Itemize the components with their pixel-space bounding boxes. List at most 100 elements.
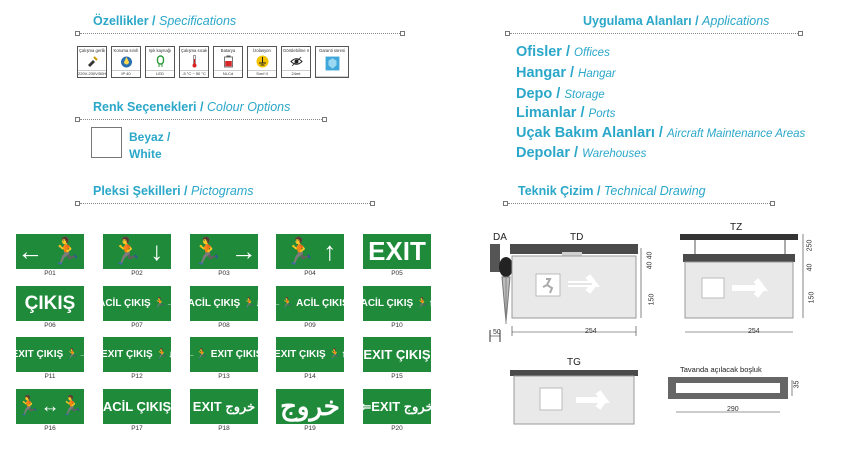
spec-value: -5 °C ~ 50 °C — [180, 70, 208, 77]
warranty-icon — [325, 56, 340, 71]
pictogram-code: P19 — [304, 425, 316, 432]
spec-value: 24mt — [282, 70, 310, 77]
application-item: Limanlar / Ports — [516, 105, 616, 121]
pictogram-text: EXIT خروج — [192, 398, 256, 414]
dim-40-td: 40 — [646, 261, 654, 270]
pictogram-code: P09 — [304, 322, 316, 329]
spec-warranty: Garanti süresi — [315, 46, 349, 78]
insulation-icon — [256, 55, 269, 68]
technical-drawing — [489, 234, 804, 425]
spec-value: 220V-230V/50Hz — [78, 70, 106, 76]
divider-marker — [770, 201, 775, 206]
ip-drop-icon — [121, 56, 132, 68]
spec-label: Çalışma gerilimi — [79, 48, 105, 53]
pictogram-text: ← 🏃 — [17, 235, 83, 266]
pictogram-p14: EXIT ÇIKIŞ 🏃↑ — [276, 337, 344, 372]
pictogram-code: P16 — [44, 425, 56, 432]
pictogram-text: ACİL ÇIKIŞ — [103, 398, 171, 414]
pictogram-text: 🏃 ↑ — [283, 235, 337, 266]
pictogram-p04: 🏃 ↑ — [276, 234, 344, 269]
pictogram-p16: 🏃↔🏃 — [16, 389, 84, 424]
led-icon — [156, 55, 165, 67]
pictogram-code: P07 — [131, 322, 143, 329]
plug-icon — [88, 56, 98, 67]
spec-label: Koruma sınıfı — [113, 48, 139, 53]
pictogram-code: P03 — [218, 270, 230, 277]
pictogram-text: EXIT — [368, 235, 426, 266]
pictogram-code: P18 — [218, 425, 230, 432]
pictogram-text: EXIT ÇIKIŞ — [363, 346, 431, 362]
pictogram-p17: ACİL ÇIKIŞ — [103, 389, 171, 424]
pictogram-p05: EXIT — [363, 234, 431, 269]
pictogram-code: P17 — [131, 425, 143, 432]
spec-visibility: Görülebilme mesafesi 24mt — [281, 46, 311, 78]
pictogram-code: P15 — [391, 373, 403, 380]
tg-front-view — [510, 370, 638, 425]
spec-value: Ni-Cd — [214, 70, 242, 77]
pictogram-code: P14 — [304, 373, 316, 380]
white-colour-swatch — [91, 127, 122, 158]
dim-254-tz: 254 — [748, 328, 760, 335]
pictogram-code: P10 — [391, 322, 403, 329]
dim-290: 290 — [727, 406, 739, 413]
pictogram-p15: EXIT ÇIKIŞ — [363, 337, 431, 372]
da-side-view — [489, 244, 513, 342]
divider-marker — [75, 31, 80, 36]
colour-name-tr: Beyaz / — [129, 130, 171, 144]
application-item: Uçak Bakım Alanları / Aircraft Maintenan… — [516, 125, 806, 141]
pictogram-text: خروج — [280, 390, 340, 421]
pictogram-text: 🏃 ↓ — [110, 235, 164, 266]
divider-marker — [503, 201, 508, 206]
pictogram-code: P01 — [44, 270, 56, 277]
dim-150-tz: 150 — [808, 291, 816, 304]
pictogram-p20: ⇐EXIT خروج — [363, 389, 431, 424]
spec-label: Garanti süresi — [318, 48, 346, 53]
pictogram-code: P11 — [44, 373, 56, 380]
divider-marker — [75, 201, 80, 206]
pictograms-title: Pleksi Şekilleri / Pictograms — [93, 184, 254, 198]
tz-front-view — [680, 234, 804, 333]
dim-40-td-b: 40 — [646, 251, 654, 260]
applications-title: Uygulama Alanları / Applications — [583, 14, 770, 28]
spec-temperature: Çalışma sıcaklığı -5 °C ~ 50 °C — [179, 46, 209, 78]
divider-marker — [505, 31, 510, 36]
dim-50: 50 — [493, 329, 501, 336]
spec-value — [316, 76, 348, 77]
pictogram-p08: ACİL ÇIKIŞ 🏃↓ — [190, 286, 258, 321]
divider-marker — [400, 31, 405, 36]
pictogram-code: P13 — [218, 373, 230, 380]
application-item: Depolar / Warehouses — [516, 145, 647, 161]
pictogram-p07: ACİL ÇIKIŞ 🏃→ — [103, 286, 171, 321]
spec-label: Görülebilme mesafesi — [283, 48, 309, 53]
section-divider — [80, 119, 322, 120]
pictogram-text: EXIT ÇIKIŞ 🏃↑ — [276, 349, 344, 360]
spec-label: Çalışma sıcaklığı — [181, 48, 207, 53]
drawing-label-td: TD — [570, 232, 584, 243]
pictogram-code: P06 — [44, 322, 56, 329]
thermometer-icon — [192, 55, 197, 68]
section-divider — [508, 203, 770, 204]
section-divider — [80, 203, 370, 204]
dim-40-tz: 40 — [806, 263, 814, 272]
eye-icon — [290, 56, 303, 67]
spec-voltage: Çalışma gerilimi 220V-230V/50Hz — [77, 46, 107, 78]
pictogram-text: ACİL ÇIKIŞ 🏃↑ — [363, 298, 431, 309]
spec-value: LED — [146, 70, 174, 77]
pictogram-p13: ←🏃 EXIT ÇIKIŞ — [190, 337, 258, 372]
drawing-label-tz: TZ — [730, 222, 743, 233]
pictogram-text: 🏃 → — [191, 235, 257, 266]
pictogram-p01: ← 🏃 — [16, 234, 84, 269]
dim-254-td: 254 — [585, 328, 597, 335]
pictogram-text: ←🏃 EXIT ÇIKIŞ — [190, 349, 258, 360]
drawing-label-da: DA — [493, 232, 507, 243]
divider-marker — [322, 117, 327, 122]
pictogram-text: 🏃↔🏃 — [16, 395, 84, 417]
spec-insulation: İzolasyon Sınıf II — [247, 46, 277, 78]
pictogram-text: ACİL ÇIKIŞ 🏃→ — [103, 298, 171, 309]
specifications-title: Özellikler / Specifications — [93, 14, 237, 28]
section-divider — [510, 33, 798, 34]
pictogram-p03: 🏃 → — [190, 234, 258, 269]
pictogram-code: P12 — [131, 373, 143, 380]
pictogram-p11: EXIT ÇIKIŞ 🏃→ — [16, 337, 84, 372]
pictogram-text: ÇIKIŞ — [24, 292, 76, 314]
